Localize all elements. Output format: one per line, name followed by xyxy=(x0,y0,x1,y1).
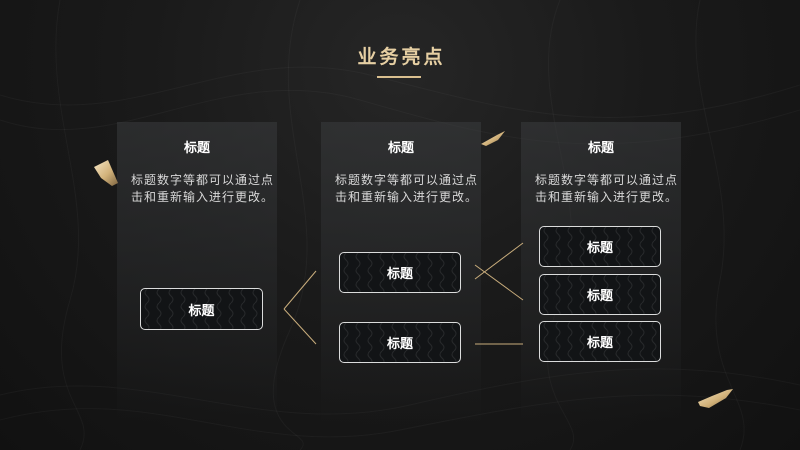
node-level3-2: 标题 xyxy=(539,274,661,315)
wave-pattern xyxy=(340,323,460,362)
connector-line xyxy=(474,242,524,280)
node-label: 标题 xyxy=(586,289,613,304)
wave-pattern xyxy=(540,227,660,266)
slide-title: 业务亮点 xyxy=(357,46,446,68)
node-label: 标题 xyxy=(586,241,613,256)
gold-flake-icon xyxy=(698,389,733,408)
node-level1-1: 标题 xyxy=(140,288,263,330)
node-level3-3: 标题 xyxy=(539,321,661,362)
column-body: 标题数字等都可以通过点击和重新输入进行更改。 xyxy=(131,173,275,204)
node-level2-2: 标题 xyxy=(339,322,461,363)
gold-flake-icon xyxy=(481,131,505,146)
node-label: 标题 xyxy=(386,267,413,282)
wave-pattern xyxy=(340,253,460,292)
node-label: 标题 xyxy=(386,337,413,352)
wave-pattern xyxy=(540,275,660,314)
node-label: 标题 xyxy=(188,303,215,319)
wave-pattern xyxy=(141,289,262,329)
column-title: 标题 xyxy=(387,141,414,156)
column-body: 标题数字等都可以通过点击和重新输入进行更改。 xyxy=(335,173,479,204)
node-level2-1: 标题 xyxy=(339,252,461,293)
column-title: 标题 xyxy=(183,141,210,156)
column-card-3: 标题 标题数字等都可以通过点击和重新输入进行更改。 xyxy=(521,122,681,422)
title-underline xyxy=(377,76,421,78)
node-label: 标题 xyxy=(586,336,613,351)
connector-line xyxy=(283,308,317,345)
column-title: 标题 xyxy=(587,141,614,156)
column-body: 标题数字等都可以通过点击和重新输入进行更改。 xyxy=(535,173,679,204)
node-level3-1: 标题 xyxy=(539,226,661,267)
connector-line xyxy=(283,270,317,310)
column-card-1: 标题 标题数字等都可以通过点击和重新输入进行更改。 xyxy=(117,122,277,422)
connector-line xyxy=(474,264,524,301)
wave-pattern xyxy=(540,322,660,361)
gold-flake-icon xyxy=(94,160,118,186)
